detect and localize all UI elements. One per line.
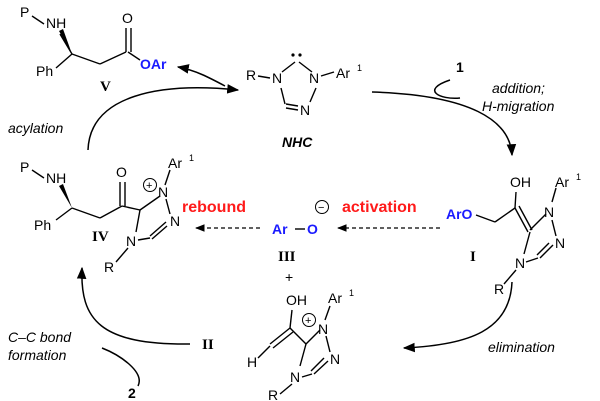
- label-I: I: [470, 249, 476, 265]
- atom-R: R: [494, 281, 504, 297]
- atom-N: N: [544, 204, 554, 220]
- atom-Ar: Ar: [272, 221, 288, 237]
- cc-bond-formation-arrow: [76, 266, 191, 345]
- step-h-migration: H-migration: [482, 98, 555, 114]
- atom-OH: OH: [286, 292, 307, 308]
- step-cc-bond-line2: formation: [8, 347, 67, 363]
- addition-arrow: [371, 91, 517, 157]
- atom-OH: OH: [510, 174, 531, 190]
- atom-N: N: [158, 184, 168, 200]
- sup-1: 1: [357, 63, 362, 73]
- atom-NH: NH: [46, 15, 66, 31]
- atom-Ph: Ph: [34, 217, 51, 233]
- atom-NH: NH: [46, 170, 66, 186]
- atom-P: P: [20, 4, 29, 20]
- atom-O: O: [307, 221, 318, 237]
- atom-N: N: [126, 233, 136, 249]
- atom-Ar1: Ar: [168, 155, 182, 171]
- reagent-2: 2: [128, 385, 136, 401]
- atom-N: N: [290, 369, 300, 385]
- atom-N: N: [170, 213, 180, 229]
- step-rebound: rebound: [182, 199, 246, 216]
- atom-N: N: [309, 70, 319, 86]
- plus-sign: +: [285, 269, 293, 285]
- label-IV: IV: [92, 229, 109, 245]
- elimination-arrow: [402, 281, 513, 353]
- sup-1: 1: [576, 172, 581, 182]
- reagent-1: 1: [456, 59, 464, 75]
- acylation-arrow: [87, 84, 240, 151]
- atom-N: N: [272, 70, 282, 86]
- reagent-1-entry-arrow: [434, 79, 461, 99]
- atom-OAr: OAr: [140, 56, 167, 72]
- atom-N: N: [330, 351, 340, 367]
- atom-ArO: ArO: [446, 206, 473, 222]
- atom-R: R: [246, 67, 256, 83]
- compound-II-structure: OH H + N Ar 1 N N R II: [202, 288, 354, 401]
- nhc-structure: R N N Ar 1 N NHC: [246, 53, 362, 150]
- compound-IV-structure: P NH Ph O + N Ar 1 N N R IV: [20, 153, 194, 275]
- sup-1: 1: [349, 288, 354, 298]
- atom-O: O: [122, 10, 133, 26]
- atom-N: N: [318, 321, 328, 337]
- atom-Ar1: Ar: [336, 65, 350, 81]
- step-elimination: elimination: [488, 339, 555, 355]
- step-cc-bond-line1: C–C bond: [8, 329, 72, 345]
- label-V: V: [100, 79, 111, 95]
- label-II: II: [202, 337, 214, 353]
- release-V-arrow: [176, 64, 226, 87]
- charge-plus-IV: +: [146, 180, 152, 192]
- sup-1: 1: [189, 153, 194, 163]
- atom-N: N: [300, 102, 310, 118]
- atom-H: H: [247, 354, 257, 370]
- atom-O: O: [116, 164, 127, 180]
- atom-Ar1: Ar: [328, 290, 342, 306]
- atom-R: R: [104, 259, 114, 275]
- step-activation: activation: [342, 199, 417, 216]
- atom-N: N: [555, 235, 565, 251]
- atom-N: N: [515, 255, 525, 271]
- nhc-label: NHC: [282, 134, 313, 150]
- charge-minus: −: [318, 202, 324, 214]
- step-acylation: acylation: [8, 120, 63, 136]
- compound-I-structure: OH ArO N Ar 1 N N R I: [446, 172, 581, 297]
- compound-V-structure: P NH Ph O OAr V: [20, 4, 167, 95]
- compound-III-structure: Ar O − III: [272, 200, 329, 265]
- atom-P: P: [20, 159, 29, 175]
- reagent-2-entry-arrow: [101, 347, 140, 387]
- charge-plus-II: +: [305, 315, 311, 327]
- atom-Ph: Ph: [36, 63, 53, 79]
- atom-Ar1: Ar: [555, 174, 569, 190]
- label-III: III: [278, 249, 296, 265]
- atom-R: R: [268, 387, 278, 401]
- step-addition: addition;: [492, 80, 545, 96]
